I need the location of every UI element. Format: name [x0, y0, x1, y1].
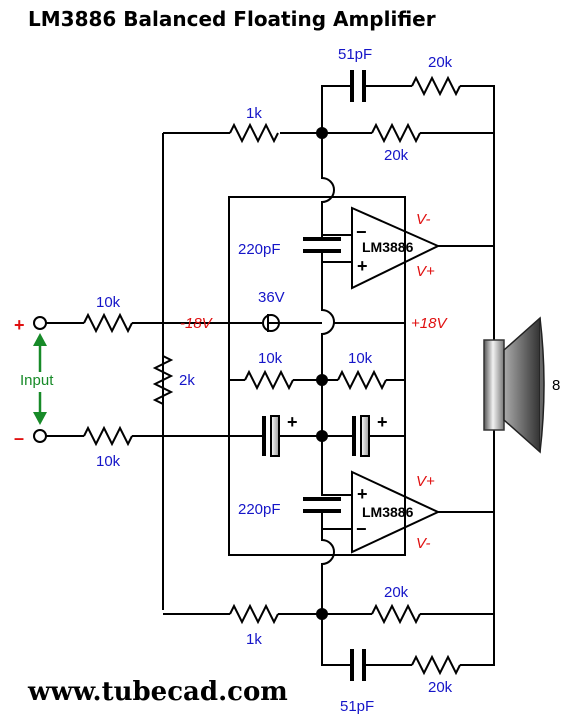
resistor-20k-bot-fb [411, 654, 461, 676]
input-terminal-plus [33, 316, 47, 330]
input-terminal-minus [33, 429, 47, 443]
speaker-impedance: 8 [552, 377, 560, 394]
resistor-10k-div-right [337, 369, 387, 391]
input-plus-sign: + [14, 315, 25, 335]
label-pos-rail: +18V [411, 315, 448, 332]
label-10k-div-left: 10k [258, 350, 283, 367]
label-1k-bot: 1k [246, 631, 262, 648]
label-220pf-top: 220pF [238, 241, 281, 258]
resistor-20k-top-mid [371, 122, 421, 144]
label-vminus-top: V- [416, 211, 430, 228]
speaker-icon [483, 133, 545, 614]
capacitor-220pf-bot [303, 497, 341, 513]
label-zener: 36V [258, 289, 285, 306]
opamp-bot-label: LM3886 [362, 504, 414, 520]
capacitor-51pf-top [350, 70, 366, 102]
label-51pf-top: 51pF [338, 46, 372, 63]
label-20k-top-fb: 20k [428, 54, 453, 71]
diagram-title: LM3886 Balanced Floating Amplifier [28, 7, 436, 31]
opamp-bot-minus: − [356, 519, 367, 539]
label-20k-bot-mid: 20k [384, 584, 409, 601]
top-feedback-network [162, 70, 495, 610]
label-1k-top: 1k [246, 105, 262, 122]
label-2k: 2k [179, 372, 195, 389]
resistor-10k-input-bot [83, 425, 133, 447]
opamp-bot-plus: + [357, 484, 368, 504]
resistor-2k [152, 355, 174, 405]
input-section [33, 312, 229, 447]
label-51pf-bot: 51pF [340, 698, 374, 715]
label-220pf-bot: 220pF [238, 501, 281, 518]
label-10k-input-bot: 10k [96, 453, 121, 470]
cap-plus-left: + [287, 412, 298, 432]
label-20k-top-mid: 20k [384, 147, 409, 164]
resistor-1k-bot [229, 603, 279, 625]
label-neg-rail: -18V [180, 315, 214, 332]
label-10k-div-right: 10k [348, 350, 373, 367]
label-vplus-bot: V+ [416, 473, 435, 490]
opamp-top-minus: − [356, 222, 367, 242]
label-vminus-bot: V- [416, 535, 430, 552]
opamp-bottom [303, 470, 494, 614]
footer-website: www.tubecad.com [27, 677, 288, 707]
capacitor-51pf-bot [350, 649, 366, 681]
supply-rails [229, 314, 405, 332]
opamp-top-plus: + [357, 256, 368, 276]
label-10k-input-top: 10k [96, 294, 121, 311]
divider-network [229, 369, 405, 470]
opamp-top [303, 133, 494, 380]
resistor-10k-div-left [244, 369, 294, 391]
label-20k-bot-fb: 20k [428, 679, 453, 696]
resistor-1k-top [229, 122, 279, 144]
bottom-feedback-network [163, 603, 495, 681]
resistor-20k-bot-mid [371, 603, 421, 625]
resistor-20k-top-fb [411, 75, 461, 97]
capacitor-220pf-top [303, 237, 341, 253]
cap-plus-right: + [377, 412, 388, 432]
resistor-10k-input-top [83, 312, 133, 334]
opamp-top-label: LM3886 [362, 239, 414, 255]
input-label: Input [20, 372, 54, 389]
label-vplus-top: V+ [416, 263, 435, 280]
input-minus-sign: – [14, 428, 24, 448]
